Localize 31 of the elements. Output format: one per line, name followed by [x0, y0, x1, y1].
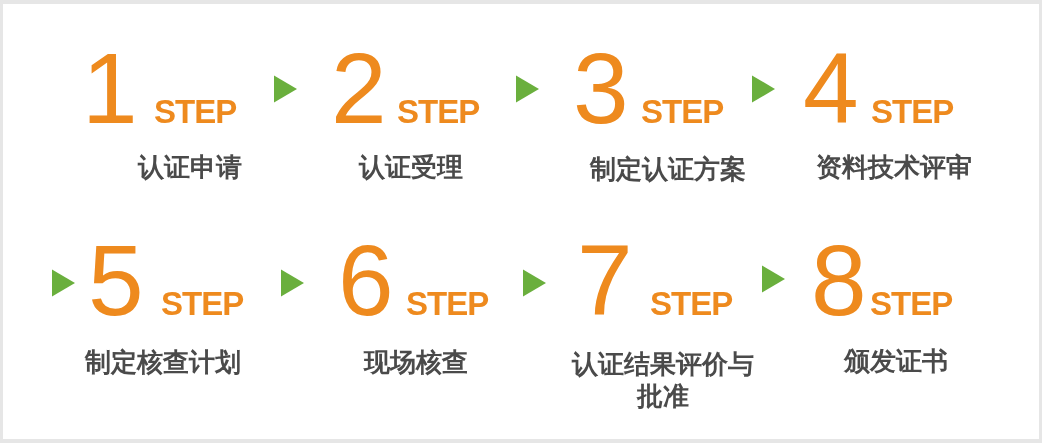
arrow: [762, 265, 785, 293]
step-number: 7: [577, 230, 633, 330]
arrow: [281, 269, 304, 297]
step-number: 2: [331, 38, 387, 138]
step-label: 现场核查: [364, 346, 468, 378]
step-word: STEP: [870, 287, 953, 320]
step-word: STEP: [397, 95, 480, 128]
step-number: 5: [88, 230, 144, 330]
step-word: STEP: [406, 287, 489, 320]
step-label: 认证申请: [138, 151, 242, 183]
step-number: 1: [82, 38, 138, 138]
step-number: 4: [803, 38, 859, 138]
arrow: [274, 75, 297, 103]
step-word: STEP: [650, 287, 733, 320]
arrow: [752, 75, 775, 103]
step-word: STEP: [641, 95, 724, 128]
step-label: 制定核查计划: [85, 346, 241, 378]
step-label: 颁发证书: [844, 345, 948, 377]
step-label: 认证受理: [359, 151, 463, 183]
arrow: [523, 269, 546, 297]
step-number: 6: [338, 230, 394, 330]
step-word: STEP: [154, 95, 237, 128]
step-label: 认证结果评价与批准: [570, 348, 755, 412]
step-number: 8: [811, 230, 867, 330]
step-label: 资料技术评审: [816, 151, 972, 183]
step-word: STEP: [161, 287, 244, 320]
step-number: 3: [573, 38, 629, 138]
step-word: STEP: [871, 95, 954, 128]
arrow: [516, 75, 539, 103]
step-label: 制定认证方案: [590, 153, 746, 185]
arrow: [52, 269, 75, 297]
